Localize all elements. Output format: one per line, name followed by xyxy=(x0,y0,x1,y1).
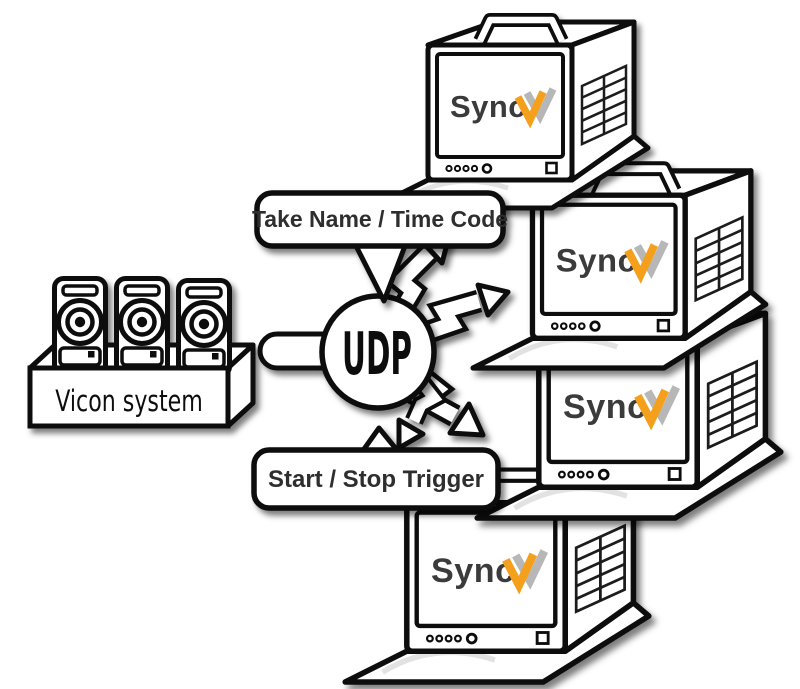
vicon-plinth-front xyxy=(27,365,231,429)
vicon-system: Vicon system xyxy=(27,279,256,429)
udp-circle xyxy=(319,293,437,411)
udp-node: UDP xyxy=(319,293,437,411)
bubble-top-body xyxy=(254,190,506,249)
udp-arrow-right-up xyxy=(416,282,511,346)
bubble-bottom-label: Start / Stop Trigger xyxy=(268,466,484,493)
udp-arrow-down-left xyxy=(396,373,449,451)
speech-bubble-bottom: Start / Stop Trigger xyxy=(251,425,501,511)
bubble-top-label: Take Name / Time Code xyxy=(252,206,508,232)
vicon-label: Vicon system xyxy=(55,385,203,419)
bubble-bottom-body xyxy=(251,447,501,511)
vicon-camera-3 xyxy=(179,281,230,376)
speech-bubble-top: Take Name / Time Code xyxy=(252,190,508,304)
vicon-camera-2 xyxy=(117,279,168,374)
udp-label: UDP xyxy=(342,320,412,388)
udp-arrows xyxy=(383,230,511,451)
vicon-camera-1 xyxy=(55,279,106,374)
